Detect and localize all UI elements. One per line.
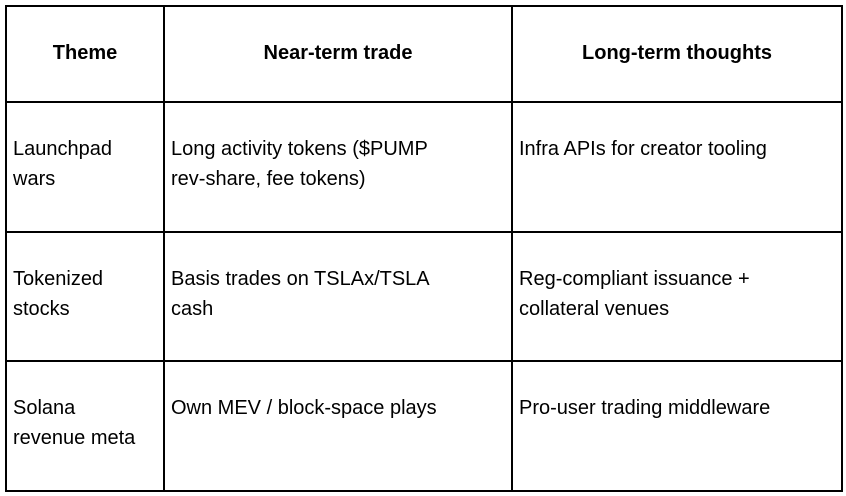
cell-long-term-thoughts: Pro-user trading middleware — [511, 360, 843, 492]
cell-theme: Tokenized stocks — [5, 231, 165, 362]
header-cell-near-term-trade: Near-term trade — [163, 5, 513, 103]
header-cell-theme: Theme — [5, 5, 165, 103]
themes-table: Theme Near-term trade Long-term thoughts… — [5, 5, 843, 492]
table-row-solana-revenue-meta: Solana revenue meta Own MEV / block-spac… — [5, 360, 843, 492]
cell-long-term-thoughts: Reg-compliant issuance + collateral venu… — [511, 231, 843, 362]
table-header-row: Theme Near-term trade Long-term thoughts — [5, 5, 843, 103]
cell-near-term-trade: Own MEV / block-space plays — [163, 360, 513, 492]
table-row-launchpad-wars: Launchpad wars Long activity tokens ($PU… — [5, 101, 843, 233]
table-row-tokenized-stocks: Tokenized stocks Basis trades on TSLAx/T… — [5, 231, 843, 362]
header-cell-long-term-thoughts: Long-term thoughts — [511, 5, 843, 103]
cell-theme: Launchpad wars — [5, 101, 165, 233]
cell-near-term-trade: Basis trades on TSLAx/TSLA cash — [163, 231, 513, 362]
cell-long-term-thoughts: Infra APIs for creator tooling — [511, 101, 843, 233]
cell-near-term-trade: Long activity tokens ($PUMP rev-share, f… — [163, 101, 513, 233]
cell-theme: Solana revenue meta — [5, 360, 165, 492]
